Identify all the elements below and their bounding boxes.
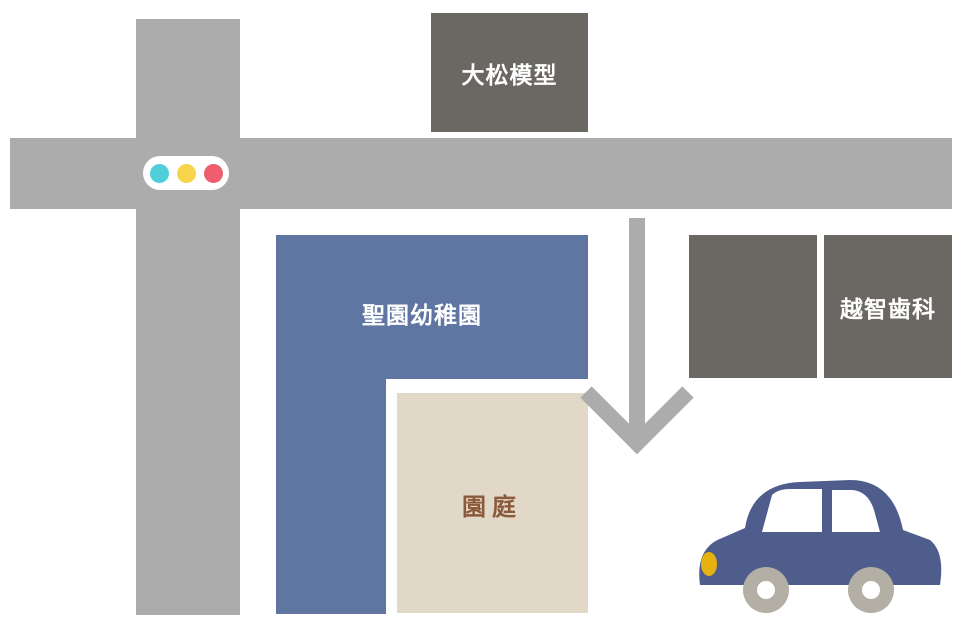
dental-label: 越智歯科 bbox=[840, 296, 936, 323]
traffic-light-teal bbox=[150, 164, 169, 183]
kindergarten-label: 聖園幼稚園 bbox=[362, 303, 482, 329]
garden-label: 園庭 bbox=[462, 493, 522, 521]
dental-building: 越智歯科 bbox=[824, 235, 952, 378]
road-vertical bbox=[136, 19, 240, 615]
adjacent-building bbox=[689, 235, 817, 378]
traffic-light-yellow bbox=[177, 164, 196, 183]
traffic-light-icon bbox=[143, 156, 229, 190]
garden-area bbox=[397, 393, 588, 613]
model-shop-building: 大松模型 bbox=[431, 13, 588, 132]
model-shop-label: 大松模型 bbox=[461, 62, 558, 89]
traffic-light-red bbox=[204, 164, 223, 183]
